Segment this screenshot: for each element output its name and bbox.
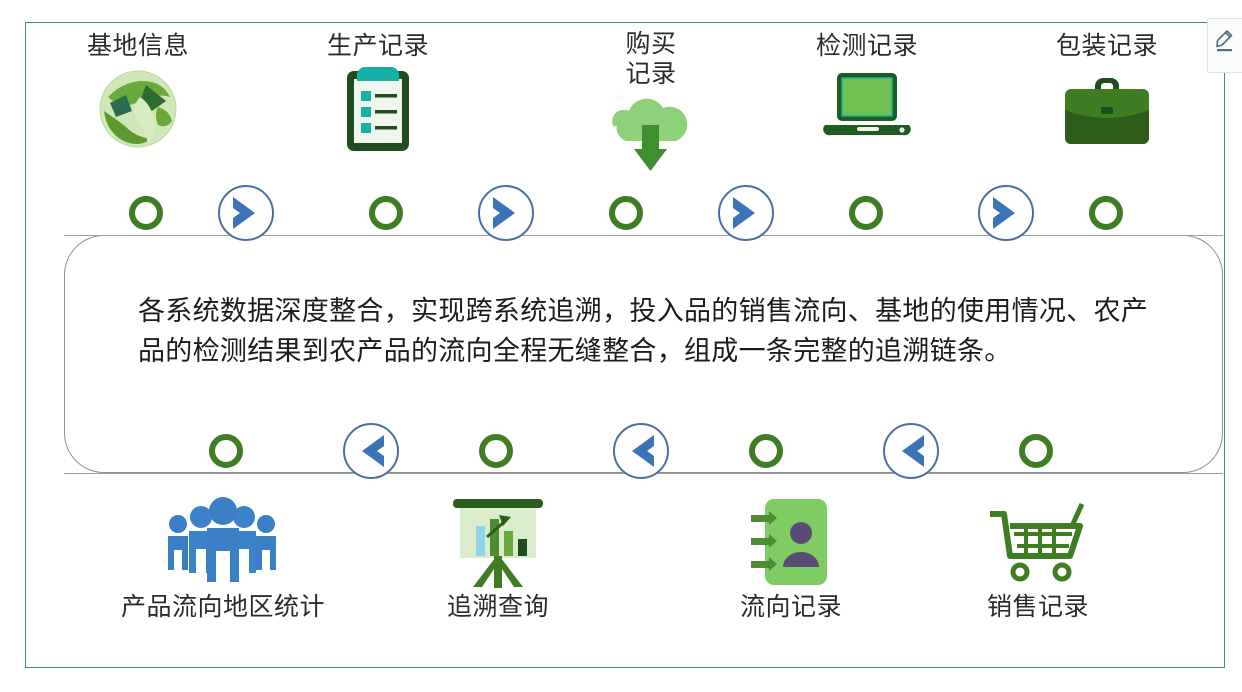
chevron-right-icon[interactable] bbox=[718, 185, 774, 241]
stage-ring-icon bbox=[1019, 434, 1053, 468]
bottom-slot-item[interactable]: 销售记录 bbox=[918, 496, 1158, 622]
top-slot-label: 基地信息 bbox=[86, 32, 189, 60]
bottom-slot-item[interactable]: 追溯查询 bbox=[378, 496, 618, 622]
top-stage-dot bbox=[849, 196, 883, 230]
bottom-flow-arrow[interactable] bbox=[343, 423, 399, 479]
top-stage-dot bbox=[609, 196, 643, 230]
bottom-stage-dot bbox=[209, 434, 243, 468]
bottom-slot-label: 产品流向地区统计 bbox=[120, 593, 325, 621]
pencil-edit-icon[interactable] bbox=[1214, 26, 1236, 61]
bottom-stage-dot bbox=[479, 434, 513, 468]
clipboard-list-icon[interactable] bbox=[258, 63, 498, 155]
description-paragraph: 各系统数据深度整合，实现跨系统追溯，投入品的销售流向、基地的使用情况、农产品的检… bbox=[138, 296, 1149, 366]
chevron-left-icon[interactable] bbox=[343, 423, 399, 479]
stage-ring-icon bbox=[479, 434, 513, 468]
top-slot-item[interactable]: 检测记录 bbox=[747, 31, 987, 155]
chevron-left-icon[interactable] bbox=[613, 423, 669, 479]
top-slot-item[interactable]: 生产记录 bbox=[258, 31, 498, 155]
top-slot-item[interactable]: 基地信息 bbox=[18, 31, 258, 155]
bottom-stage-dot bbox=[1019, 434, 1053, 468]
globe-recycle-icon[interactable] bbox=[18, 63, 258, 155]
bottom-slot-item[interactable]: 产品流向地区统计 bbox=[103, 496, 343, 622]
stage-ring-icon bbox=[849, 196, 883, 230]
chevron-right-icon[interactable] bbox=[478, 185, 534, 241]
cloud-download-icon[interactable] bbox=[531, 91, 771, 183]
stage-ring-icon bbox=[369, 196, 403, 230]
briefcase-icon[interactable] bbox=[987, 63, 1227, 155]
top-stage-dot bbox=[1089, 196, 1123, 230]
top-track-line bbox=[64, 235, 1223, 236]
bottom-flow-arrow[interactable] bbox=[613, 423, 669, 479]
bottom-slot-label: 销售记录 bbox=[986, 593, 1089, 621]
chevron-right-icon[interactable] bbox=[978, 185, 1034, 241]
top-stage-dot bbox=[129, 196, 163, 230]
stage-ring-icon bbox=[609, 196, 643, 230]
stage-ring-icon bbox=[129, 196, 163, 230]
stage-ring-icon bbox=[749, 434, 783, 468]
bottom-slot-label: 流向记录 bbox=[739, 593, 842, 621]
chevron-left-icon[interactable] bbox=[883, 423, 939, 479]
top-slot-item[interactable]: 购买 记录 bbox=[531, 29, 771, 183]
edit-panel[interactable] bbox=[1207, 18, 1242, 73]
traceability-diagram-card: 基地信息 生产记录 购买 记录 检测记录 bbox=[25, 22, 1225, 668]
top-stage-dot bbox=[369, 196, 403, 230]
bottom-stage-dot bbox=[749, 434, 783, 468]
top-slot-label: 生产记录 bbox=[326, 32, 429, 60]
top-slot-item[interactable]: 包装记录 bbox=[987, 31, 1227, 155]
contact-book-icon[interactable] bbox=[671, 496, 911, 588]
top-flow-arrow[interactable] bbox=[718, 185, 774, 241]
chevron-right-icon[interactable] bbox=[218, 185, 274, 241]
top-slot-label: 检测记录 bbox=[815, 32, 918, 60]
stage-ring-icon bbox=[209, 434, 243, 468]
top-slot-label: 包装记录 bbox=[1055, 32, 1158, 60]
bottom-flow-arrow[interactable] bbox=[883, 423, 939, 479]
top-flow-arrow[interactable] bbox=[978, 185, 1034, 241]
top-flow-arrow[interactable] bbox=[218, 185, 274, 241]
bottom-slot-label: 追溯查询 bbox=[446, 593, 549, 621]
stage-ring-icon bbox=[1089, 196, 1123, 230]
top-flow-arrow[interactable] bbox=[478, 185, 534, 241]
presentation-chart-icon[interactable] bbox=[378, 496, 618, 588]
laptop-icon[interactable] bbox=[747, 63, 987, 155]
top-slot-label: 购买 记录 bbox=[625, 30, 677, 88]
people-group-icon[interactable] bbox=[103, 496, 343, 588]
bottom-slot-item[interactable]: 流向记录 bbox=[671, 496, 911, 622]
shopping-cart-icon[interactable] bbox=[918, 496, 1158, 588]
